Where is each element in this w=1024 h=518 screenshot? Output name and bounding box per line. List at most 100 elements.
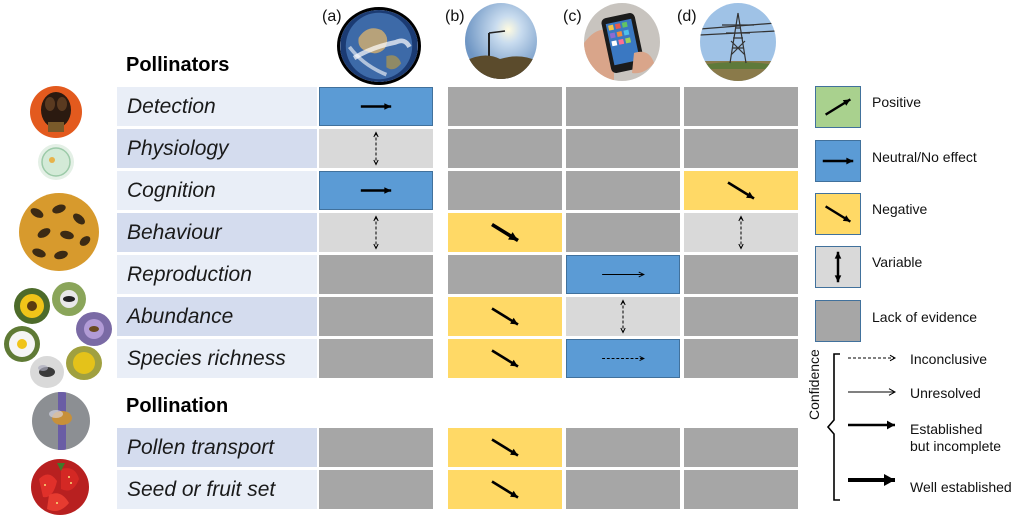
cell-0-1-none — [448, 87, 562, 126]
legend-label-negative: Negative — [872, 201, 928, 217]
arrow-head — [638, 271, 645, 278]
legend-swatch-neutral — [815, 140, 861, 182]
confidence-brace — [826, 353, 840, 501]
strawberries-icon — [31, 459, 89, 515]
pollen-grain-icon — [38, 144, 74, 180]
confidence-label-well: Well established — [910, 479, 1012, 495]
daisy-icon — [4, 326, 40, 362]
cell-1-0-variable — [319, 129, 433, 168]
street-light-icon — [465, 3, 537, 79]
cell-8-0-none — [319, 470, 433, 509]
arrow-head — [620, 299, 626, 306]
negative-arrow-icon — [491, 307, 519, 326]
cell-2-0-neutral — [319, 171, 433, 210]
neutral-arrow-icon — [602, 356, 645, 361]
arrow-head — [510, 359, 518, 367]
legend-swatch-variable — [815, 246, 861, 288]
arrow-head — [373, 131, 379, 138]
confidence-label-established: Established but incomplete — [910, 421, 1002, 454]
cell-7-2-none — [566, 428, 680, 467]
row-label-species-richness: Species richness — [117, 339, 317, 378]
bee-head-icon — [30, 86, 82, 138]
arrow-head — [510, 448, 518, 456]
row-label-reproduction: Reproduction — [117, 255, 317, 294]
confidence-arrow-established-icon — [848, 420, 895, 430]
row-label-seed-or-fruit-set: Seed or fruit set — [117, 470, 317, 509]
cell-4-3-none — [684, 255, 798, 294]
cell-8-2-none — [566, 470, 680, 509]
negative-arrow-icon — [727, 181, 755, 200]
arrow-head — [510, 317, 518, 325]
arrow-head — [842, 215, 851, 222]
confidence-label-inconclusive: Inconclusive — [910, 351, 988, 367]
arrow-head — [842, 99, 851, 106]
row-label-abundance: Abundance — [117, 297, 317, 336]
cell-8-1-negative — [448, 470, 562, 509]
bee-on-lavender-icon — [32, 392, 90, 450]
negative-arrow-icon — [824, 205, 852, 223]
row-label-physiology: Physiology — [117, 129, 317, 168]
cell-6-0-none — [319, 339, 433, 378]
variable-arrow-icon — [620, 299, 626, 334]
neutral-arrow-icon — [602, 271, 645, 278]
cell-1-1-none — [448, 129, 562, 168]
arrow-head — [834, 275, 842, 283]
legend-label-neutral: Neutral/No effect — [872, 149, 977, 165]
cell-7-1-negative — [448, 428, 562, 467]
legend-swatch-none — [815, 300, 861, 342]
negative-arrow-icon — [491, 438, 519, 457]
confidence-arrow-well-icon — [848, 473, 895, 487]
cell-8-3-none — [684, 470, 798, 509]
arrow-head — [639, 356, 645, 361]
row-label-cognition: Cognition — [117, 171, 317, 210]
positive-arrow-icon — [824, 98, 852, 116]
confidence-title: Confidence — [806, 349, 822, 420]
cell-1-2-none — [566, 129, 680, 168]
negative-arrow-icon — [491, 222, 519, 243]
cell-3-1-negative — [448, 213, 562, 252]
neutral-arrow-icon — [360, 187, 392, 194]
arrow-head — [373, 215, 379, 222]
legend-label-positive: Positive — [872, 94, 922, 110]
legend-swatch-positive — [815, 86, 861, 128]
neutral-arrow-icon — [360, 103, 392, 110]
neutral-arrow-icon — [822, 157, 854, 165]
smartphone-icon — [584, 3, 660, 81]
arrow-head — [738, 215, 744, 222]
negative-arrow-icon — [491, 349, 519, 368]
cell-4-1-none — [448, 255, 562, 294]
hoverfly-icon — [30, 356, 64, 388]
row-label-pollen-transport: Pollen transport — [117, 428, 317, 467]
row-label-detection: Detection — [117, 87, 317, 126]
arrow-head — [834, 251, 842, 259]
legend-label-none: Lack of evidence — [872, 309, 978, 325]
column-label-c: (c) — [563, 8, 582, 25]
cell-2-2-none — [566, 171, 680, 210]
arrow-head — [746, 191, 754, 199]
cell-6-1-negative — [448, 339, 562, 378]
variable-arrow-icon — [373, 131, 379, 166]
arrow-head — [373, 243, 379, 250]
power-pylon-icon — [700, 3, 776, 81]
negative-arrow-icon — [491, 480, 519, 499]
variable-arrow-icon — [738, 215, 744, 250]
column-label-d: (d) — [677, 8, 697, 25]
cell-2-1-none — [448, 171, 562, 210]
arrow-head — [384, 187, 392, 194]
cell-3-0-variable — [319, 213, 433, 252]
column-label-b: (b) — [445, 8, 465, 25]
arrow-head — [738, 243, 744, 250]
section-title-pollination: Pollination — [126, 395, 229, 417]
column-label-a: (a) — [322, 8, 342, 25]
legend-label-variable: Variable — [872, 254, 923, 270]
cell-0-0-neutral — [319, 87, 433, 126]
flower-sunflower-icon — [14, 288, 50, 324]
cell-6-3-none — [684, 339, 798, 378]
arrow-head — [510, 490, 518, 498]
section-title-pollinators: Pollinators — [126, 54, 230, 76]
arrow-head — [508, 232, 518, 241]
cell-0-2-none — [566, 87, 680, 126]
confidence-arrow-inconclusive-icon — [848, 354, 897, 362]
cell-3-3-variable — [684, 213, 798, 252]
cell-2-3-negative — [684, 171, 798, 210]
